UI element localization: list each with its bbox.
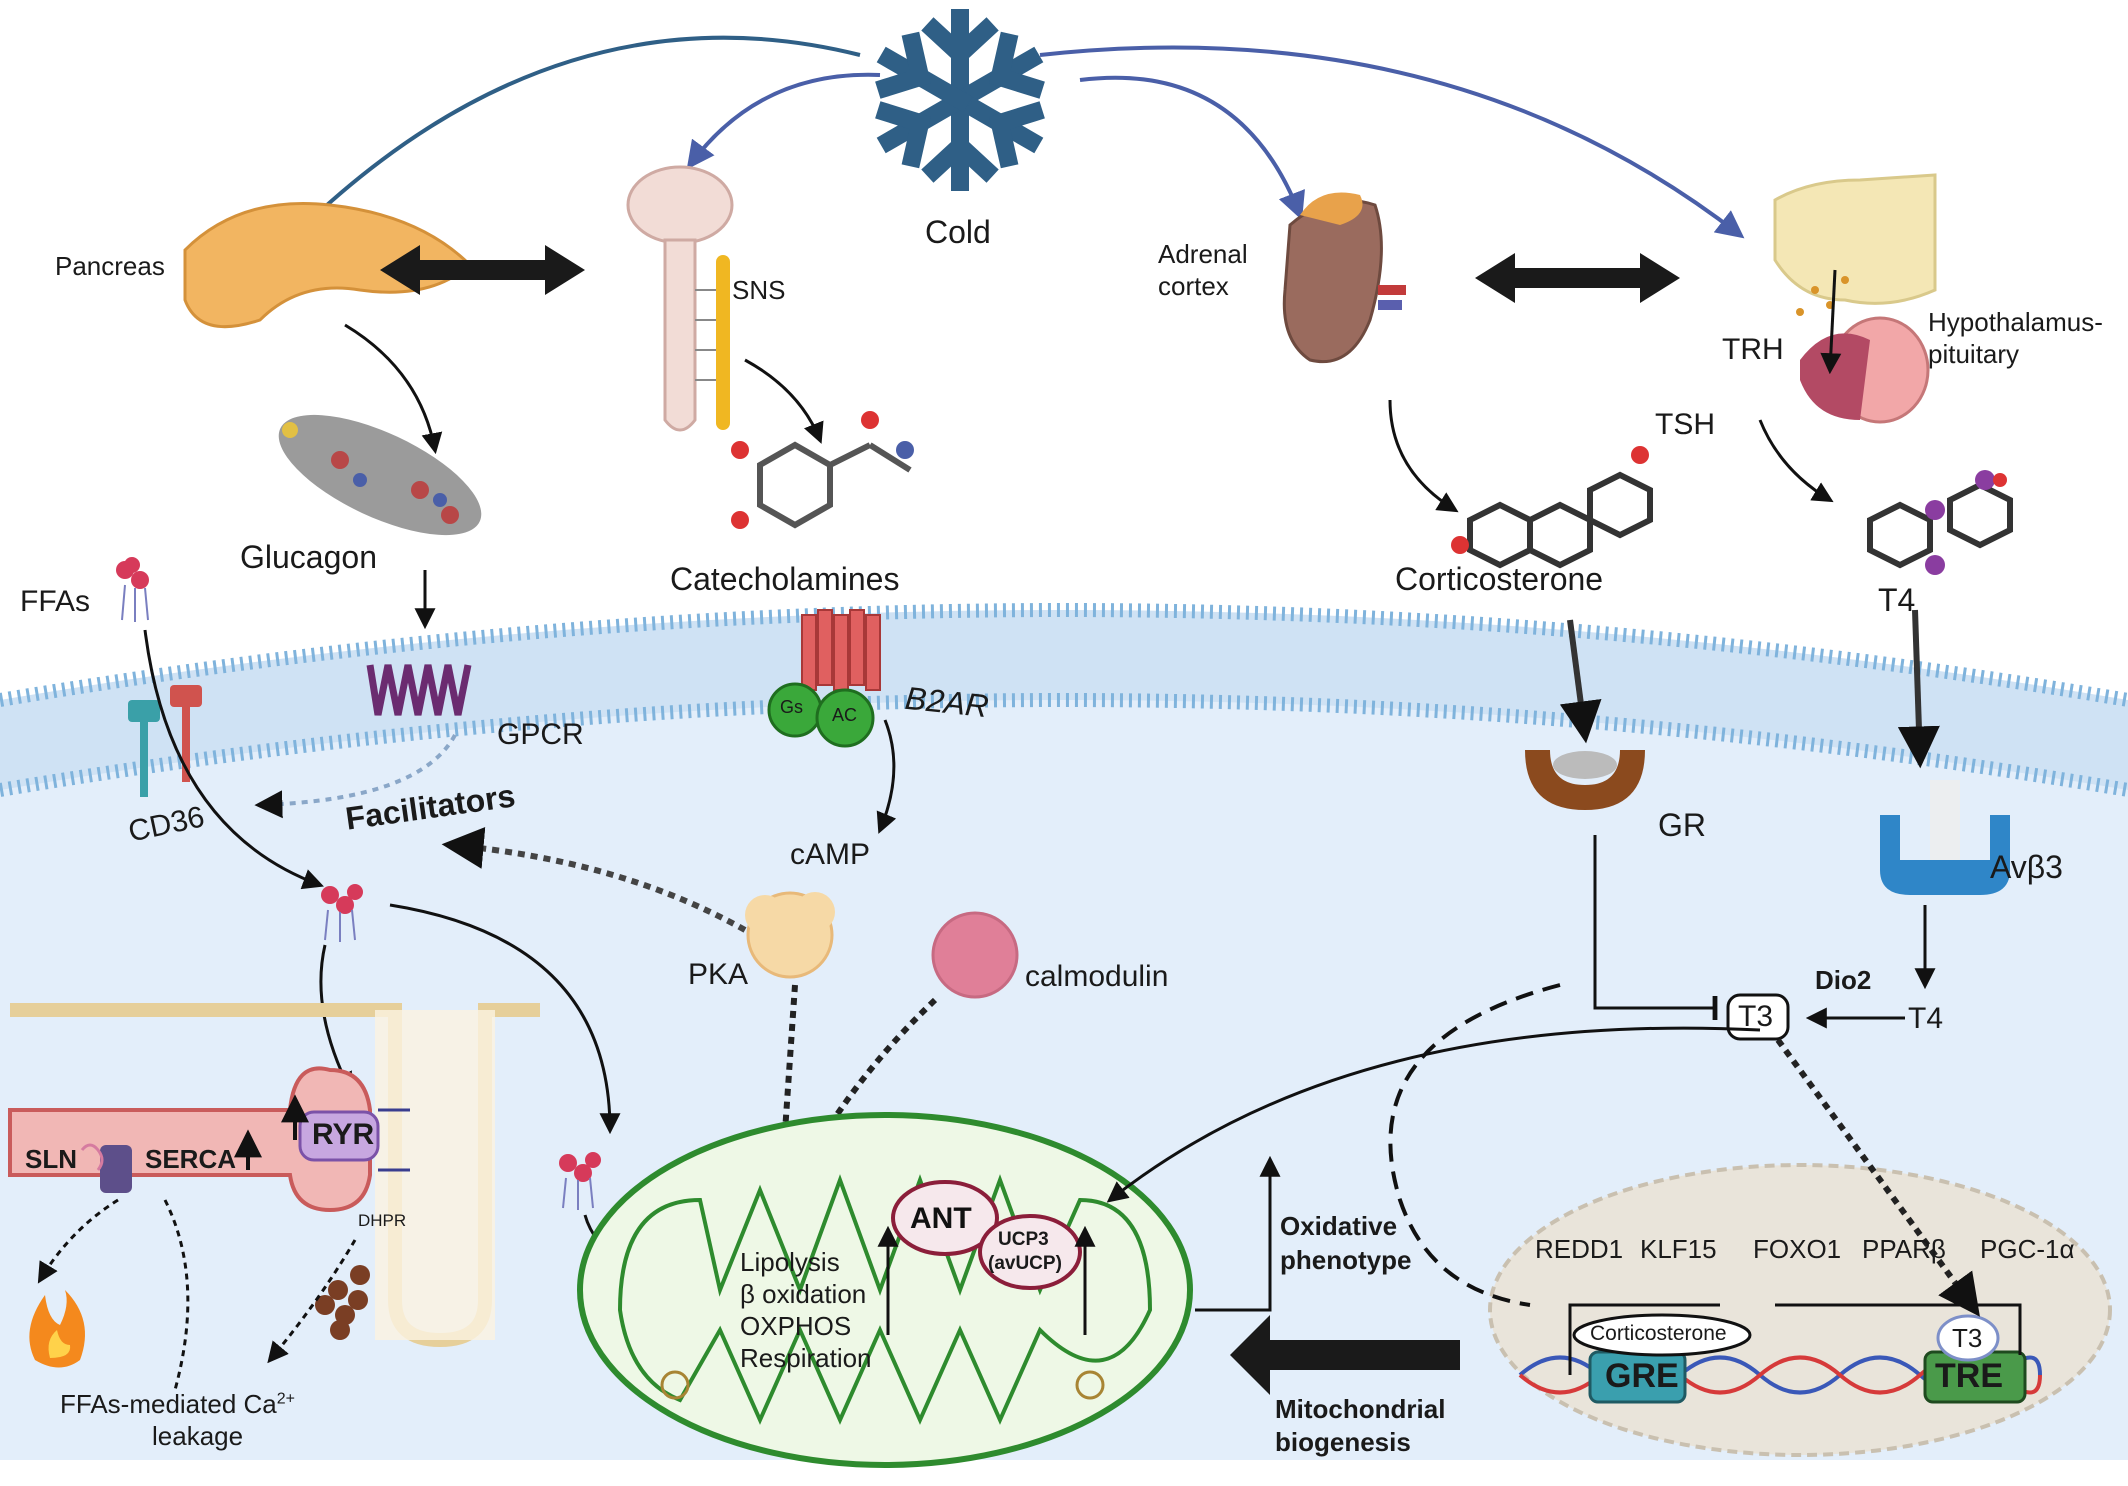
- biogenesis-label-1: Mitochondrial: [1275, 1394, 1446, 1424]
- sln-serca-pump: [80, 1143, 132, 1193]
- pka-facilitator-arrow: [441, 827, 747, 933]
- t-tubule: [10, 1003, 540, 1348]
- biogenesis-label-2: biogenesis: [1275, 1427, 1411, 1457]
- hypothalamus-label-1: Hypothalamus-: [1928, 307, 2103, 337]
- mitochondrion: [577, 1112, 1193, 1468]
- biogenesis-arrow: [1230, 1315, 1460, 1395]
- fire-icon: [29, 1290, 85, 1368]
- cd36-transporter: [128, 685, 202, 797]
- nuc-t3-label: T3: [1952, 1323, 1983, 1353]
- hypothalamus-label-2: pituitary: [1928, 339, 2020, 369]
- ant-protein: [891, 1180, 999, 1256]
- t4-top-label: T4: [1878, 582, 1916, 618]
- double-arrow-left: [380, 245, 585, 295]
- camp-label: cAMP: [790, 838, 871, 871]
- gpcr-facilitator-arrow: [254, 734, 457, 819]
- gene-redd1: REDD1: [1535, 1234, 1624, 1264]
- gs-label: Gs: [780, 697, 804, 717]
- calcium-beads: [315, 1265, 370, 1340]
- glucagon-molecule: [278, 414, 482, 536]
- adrenal-label-2: cortex: [1158, 271, 1229, 301]
- sns-label: SNS: [732, 275, 786, 305]
- double-arrow-right: [1475, 253, 1680, 303]
- tsh-label: TSH: [1655, 408, 1715, 441]
- cold-label: Cold: [925, 214, 991, 250]
- glucagon-label: Glucagon: [240, 539, 377, 575]
- catecholamines-label: Catecholamines: [670, 561, 900, 597]
- dhpr-label: DHPR: [358, 1211, 407, 1230]
- serca-label: SERCA: [145, 1144, 237, 1174]
- t3-inner-label: T3: [1738, 1000, 1774, 1033]
- gr-receptor: [1525, 750, 1645, 810]
- t4-inner-label: T4: [1908, 1002, 1944, 1035]
- pancreas-icon: [183, 201, 473, 329]
- sln-label: SLN: [25, 1144, 77, 1174]
- oxidative-arrow: [1195, 1155, 1281, 1312]
- ucp3-protein: [978, 1214, 1082, 1290]
- adrenal-label-1: Adrenal: [1158, 239, 1248, 269]
- mito-process-4: Respiration: [740, 1343, 872, 1373]
- hormone-release-arrows: [344, 269, 1842, 513]
- oxidative-label-2: phenotype: [1280, 1245, 1412, 1275]
- gpcr-receptor: [366, 664, 472, 716]
- corticosterone-to-gr-arrow: [1559, 619, 1602, 744]
- ryr-label: RYR: [312, 1118, 375, 1151]
- calmodulin-label: calmodulin: [1025, 960, 1169, 993]
- b2ar-receptor: [767, 609, 881, 748]
- catecholamine-molecule: [731, 411, 914, 529]
- ac-label: AC: [832, 705, 858, 725]
- avb3-receptor: [1880, 780, 2010, 895]
- pka-blob: [745, 891, 835, 979]
- mito-process-1: Lipolysis: [740, 1247, 840, 1277]
- avb3-label: Avβ3: [1990, 849, 2063, 885]
- t3-to-mito-arrow: [1106, 1026, 1761, 1203]
- snowflake-icon: [876, 9, 1044, 182]
- t4-to-avb3-arrow: [1897, 609, 1940, 769]
- corticosterone-molecule: [1451, 446, 1653, 569]
- ryr-channel: [298, 1108, 410, 1172]
- gre-label: GRE: [1605, 1357, 1679, 1395]
- ffa-leak-label-1: FFAs-mediated Ca2+: [60, 1389, 295, 1419]
- t4-molecule: [1867, 470, 2013, 575]
- ant-label: ANT: [910, 1202, 972, 1235]
- gene-klf15: KLF15: [1640, 1234, 1717, 1264]
- cold-signal-arrows: [295, 35, 1745, 239]
- tre-label: TRE: [1935, 1357, 2003, 1395]
- trh-label: TRH: [1722, 333, 1784, 366]
- pka-label: PKA: [688, 958, 749, 991]
- calmodulin-blob: [931, 911, 1019, 999]
- adrenal-kidney-icon: [1282, 192, 1406, 364]
- brain-spinal-icon: [626, 165, 734, 432]
- ffa-cluster-middle: [321, 884, 363, 942]
- ucp3-label-1: UCP3: [998, 1229, 1049, 1250]
- ffas-label: FFAs: [20, 585, 91, 618]
- ffa-cluster-top: [116, 557, 149, 622]
- oxidative-label-1: Oxidative: [1280, 1211, 1398, 1241]
- leak-arrows: [37, 1198, 357, 1391]
- ucp3-label-2: (avUCP): [988, 1253, 1062, 1274]
- hypothalamus-pituitary-icon: [1773, 173, 1937, 424]
- gene-foxo1: FOXO1: [1753, 1234, 1842, 1264]
- ffa-cluster-lower: [559, 1152, 601, 1210]
- mito-process-3: OXPHOS: [740, 1311, 852, 1341]
- dashed-feedback-curve: [1388, 983, 1561, 1307]
- up-arrows-sr: [234, 1094, 309, 1170]
- gpcr-label: GPCR: [497, 718, 584, 751]
- nucleus: [1488, 1163, 2112, 1457]
- gene-pgc1a: PGC-1α: [1980, 1234, 2075, 1264]
- ffa-leak-label-2: leakage: [152, 1421, 244, 1451]
- gene-pparb: PPARβ: [1862, 1234, 1946, 1264]
- nuc-corticosterone-label: Corticosterone: [1590, 1322, 1727, 1345]
- pancreas-label: Pancreas: [55, 251, 165, 281]
- gr-label: GR: [1658, 807, 1706, 843]
- gr-inhibition-line: [1593, 835, 1718, 1020]
- dio2-label: Dio2: [1815, 965, 1872, 995]
- t3-to-tre-arrow: [1775, 1038, 1980, 1317]
- camp-arrow: [876, 719, 897, 834]
- mito-process-2: β oxidation: [740, 1279, 867, 1309]
- corticosterone-label: Corticosterone: [1395, 561, 1604, 597]
